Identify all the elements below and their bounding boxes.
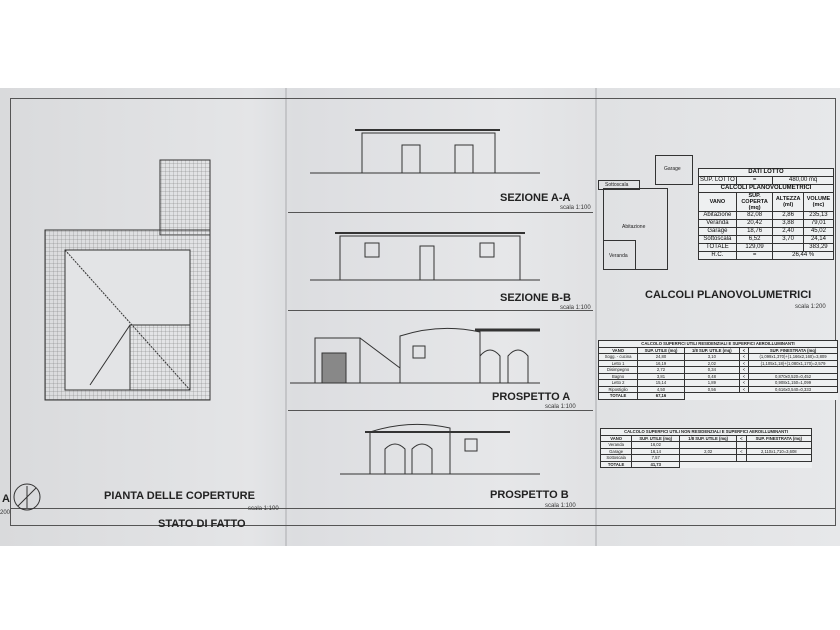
plan-scale: scala 1:200 — [795, 304, 826, 310]
left-scale: 200 — [0, 510, 11, 516]
cell: 129,09 — [735, 243, 774, 252]
cell: SUP. FINESTRATA (mq) — [745, 434, 813, 442]
cell: = — [735, 251, 774, 260]
table-title: CALCOLO SUPERFICI UTILI NON RESIDENZIALI… — [600, 428, 812, 436]
cell: < — [738, 385, 750, 393]
room-label: Abitazione — [622, 224, 646, 230]
section-b-b-drawing — [310, 232, 540, 281]
room-label: Veranda — [609, 253, 628, 259]
cell — [772, 243, 804, 252]
fold-line — [595, 88, 597, 546]
cell: SUP. COPERTA (mq) — [735, 192, 774, 212]
cell: Sottoscala — [698, 235, 737, 244]
non-residential-table: CALCOLO SUPERFICI UTILI NON RESIDENZIALI… — [599, 428, 813, 468]
divider — [288, 310, 593, 311]
cell: 235,13 — [802, 211, 835, 220]
cell: 1/8 SUP. UTILE (mq) — [683, 346, 740, 354]
divider — [288, 410, 593, 411]
prospetto-a-drawing — [290, 327, 540, 384]
cell: 0,56 — [683, 385, 740, 393]
cell: 2,40 — [772, 227, 804, 236]
cell: = — [735, 176, 774, 185]
table-title: DATI LOTTO — [698, 168, 834, 177]
cell: 24,14 — [802, 235, 835, 244]
cell: 82,08 — [735, 211, 774, 220]
cell: (1,105x1,18)+(1,080x1,170)=2,579 — [748, 359, 838, 367]
cell: 41,73 — [631, 460, 681, 468]
cell: 67,16 — [637, 392, 685, 400]
room-garage: Garage — [655, 155, 693, 185]
cell: 79,01 — [802, 219, 835, 228]
cell: 3,70 — [772, 235, 804, 244]
cell: TOTALE — [599, 460, 633, 468]
roof-plan-title: PIANTA DELLE COPERTURE — [104, 490, 255, 502]
section-a-a-drawing — [310, 129, 540, 174]
cell: 3,88 — [772, 219, 804, 228]
plan-title: CALCOLI PLANOVOLUMETRICI — [645, 289, 812, 301]
cell: VOLUME (mc) — [802, 192, 835, 212]
section-title: PROSPETTO B — [490, 489, 569, 501]
cell: 45,02 — [802, 227, 835, 236]
section-title: PROSPETTO A — [492, 391, 571, 403]
dati-lotto-table: DATI LOTTO SUP. LOTTO=480,00 mq CALCOLI … — [698, 168, 835, 260]
section-title: SEZIONE A-A — [500, 192, 571, 204]
divider — [288, 212, 593, 213]
cell: 18,76 — [735, 227, 774, 236]
north-arrow-icon — [13, 483, 41, 511]
cell: ALTEZZA (ml) — [772, 192, 804, 212]
prospetto-b-drawing — [340, 423, 540, 475]
sheet-title: STATO DI FATTO — [158, 518, 246, 530]
cell: 0,616x0,540=0,333 — [748, 385, 838, 393]
roof-plan-drawing — [44, 159, 211, 401]
residential-table: CALCOLO SUPERFICI UTILI RESIDENZIALI E S… — [597, 340, 838, 400]
section-scale: scala 1:100 — [545, 404, 576, 410]
cell: 6,52 — [735, 235, 774, 244]
cell — [736, 454, 747, 462]
roof-plan-scale: scala 1:100 — [248, 506, 279, 512]
cell: 480,00 mq — [772, 176, 834, 185]
cell: Veranda — [698, 219, 737, 228]
sheet-letter: A — [2, 493, 10, 505]
section-scale: scala 1:100 — [560, 205, 591, 211]
cell: TOTALE — [698, 243, 737, 252]
cell: 26,44 % — [772, 251, 834, 260]
cell: TOTALE — [597, 392, 639, 400]
room-veranda: Veranda — [603, 240, 636, 270]
fold-line — [285, 88, 287, 546]
section-scale: scala 1:100 — [560, 305, 591, 311]
cell: (1,099x1,370)+(1,166x2,160)=3,809 — [748, 353, 838, 361]
section-title: SEZIONE B-B — [500, 292, 571, 304]
room-label: Garage — [664, 166, 681, 172]
cell: 383,29 — [802, 243, 835, 252]
section-scale: scala 1:100 — [545, 503, 576, 509]
cell: Garage — [698, 227, 737, 236]
cell — [745, 454, 813, 462]
room-label: Sottoscala — [605, 182, 629, 188]
cell: VANO — [698, 192, 737, 212]
room-sottoscala: Sottoscala — [598, 180, 640, 190]
cell: 20,42 — [735, 219, 774, 228]
table-title: CALCOLI PLANOVOLUMETRICI — [698, 184, 834, 193]
title-band-line — [10, 508, 836, 509]
cell: SUP. UTILE (mq) — [637, 346, 685, 354]
sheet-frame — [10, 98, 836, 526]
cell — [679, 454, 738, 462]
cell: R.C. — [698, 251, 737, 260]
cell: SUP. LOTTO — [698, 176, 737, 185]
cell: 2,86 — [772, 211, 804, 220]
cell: Abitazione — [698, 211, 737, 220]
